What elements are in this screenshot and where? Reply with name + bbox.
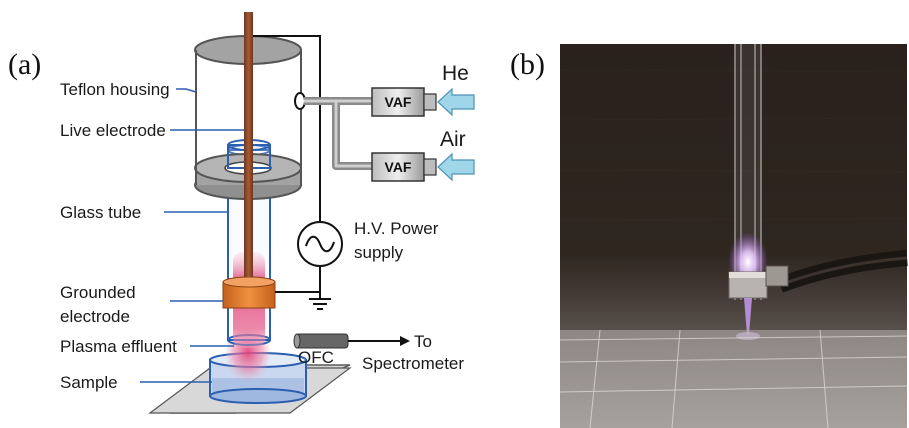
plasma-effluent-label: Plasma effluent	[60, 337, 177, 356]
sample-label: Sample	[60, 373, 118, 392]
power-supply-label-1: H.V. Power	[354, 219, 439, 238]
vaf-air-label: VAF	[385, 159, 412, 175]
teflon-housing-label: Teflon housing	[60, 80, 170, 99]
plasma-jet-photo	[559, 44, 908, 428]
sine-wave-icon	[297, 221, 343, 267]
panel-b-letter: (b)	[510, 48, 545, 81]
hv-wire	[253, 35, 321, 222]
gas-air-label: Air	[440, 128, 466, 151]
callout-lines	[140, 88, 244, 383]
gas-inlet-port	[294, 92, 306, 110]
live-electrode-label: Live electrode	[60, 121, 166, 140]
power-supply-label-2: supply	[354, 243, 404, 262]
grounded-electrode-label-2: electrode	[60, 307, 130, 326]
vaf-he: VAF	[371, 87, 437, 117]
gas-lines	[304, 97, 372, 170]
to-spectrometer-label-2: Spectrometer	[362, 354, 464, 373]
glass-tube-label: Glass tube	[60, 203, 141, 222]
grounded-electrode-label-1: Grounded	[60, 283, 136, 302]
panel-a: (a)	[8, 12, 475, 414]
ground-symbol-icon	[309, 292, 331, 310]
grounded-electrode-band	[222, 276, 276, 309]
to-spectrometer-label-1: To	[414, 332, 432, 351]
panel-a-letter: (a)	[8, 48, 41, 81]
gas-he-label: He	[442, 62, 469, 85]
vaf-he-label: VAF	[385, 94, 412, 110]
ofc-label: OFC	[298, 348, 334, 367]
ground-wire	[275, 266, 321, 293]
live-electrode-rod	[244, 12, 253, 277]
arrow-right-icon-air	[437, 152, 475, 182]
panel-b: (b)	[510, 44, 908, 428]
ofc-fiber	[293, 333, 410, 349]
vaf-air: VAF	[371, 152, 437, 182]
arrow-right-icon	[437, 87, 475, 117]
